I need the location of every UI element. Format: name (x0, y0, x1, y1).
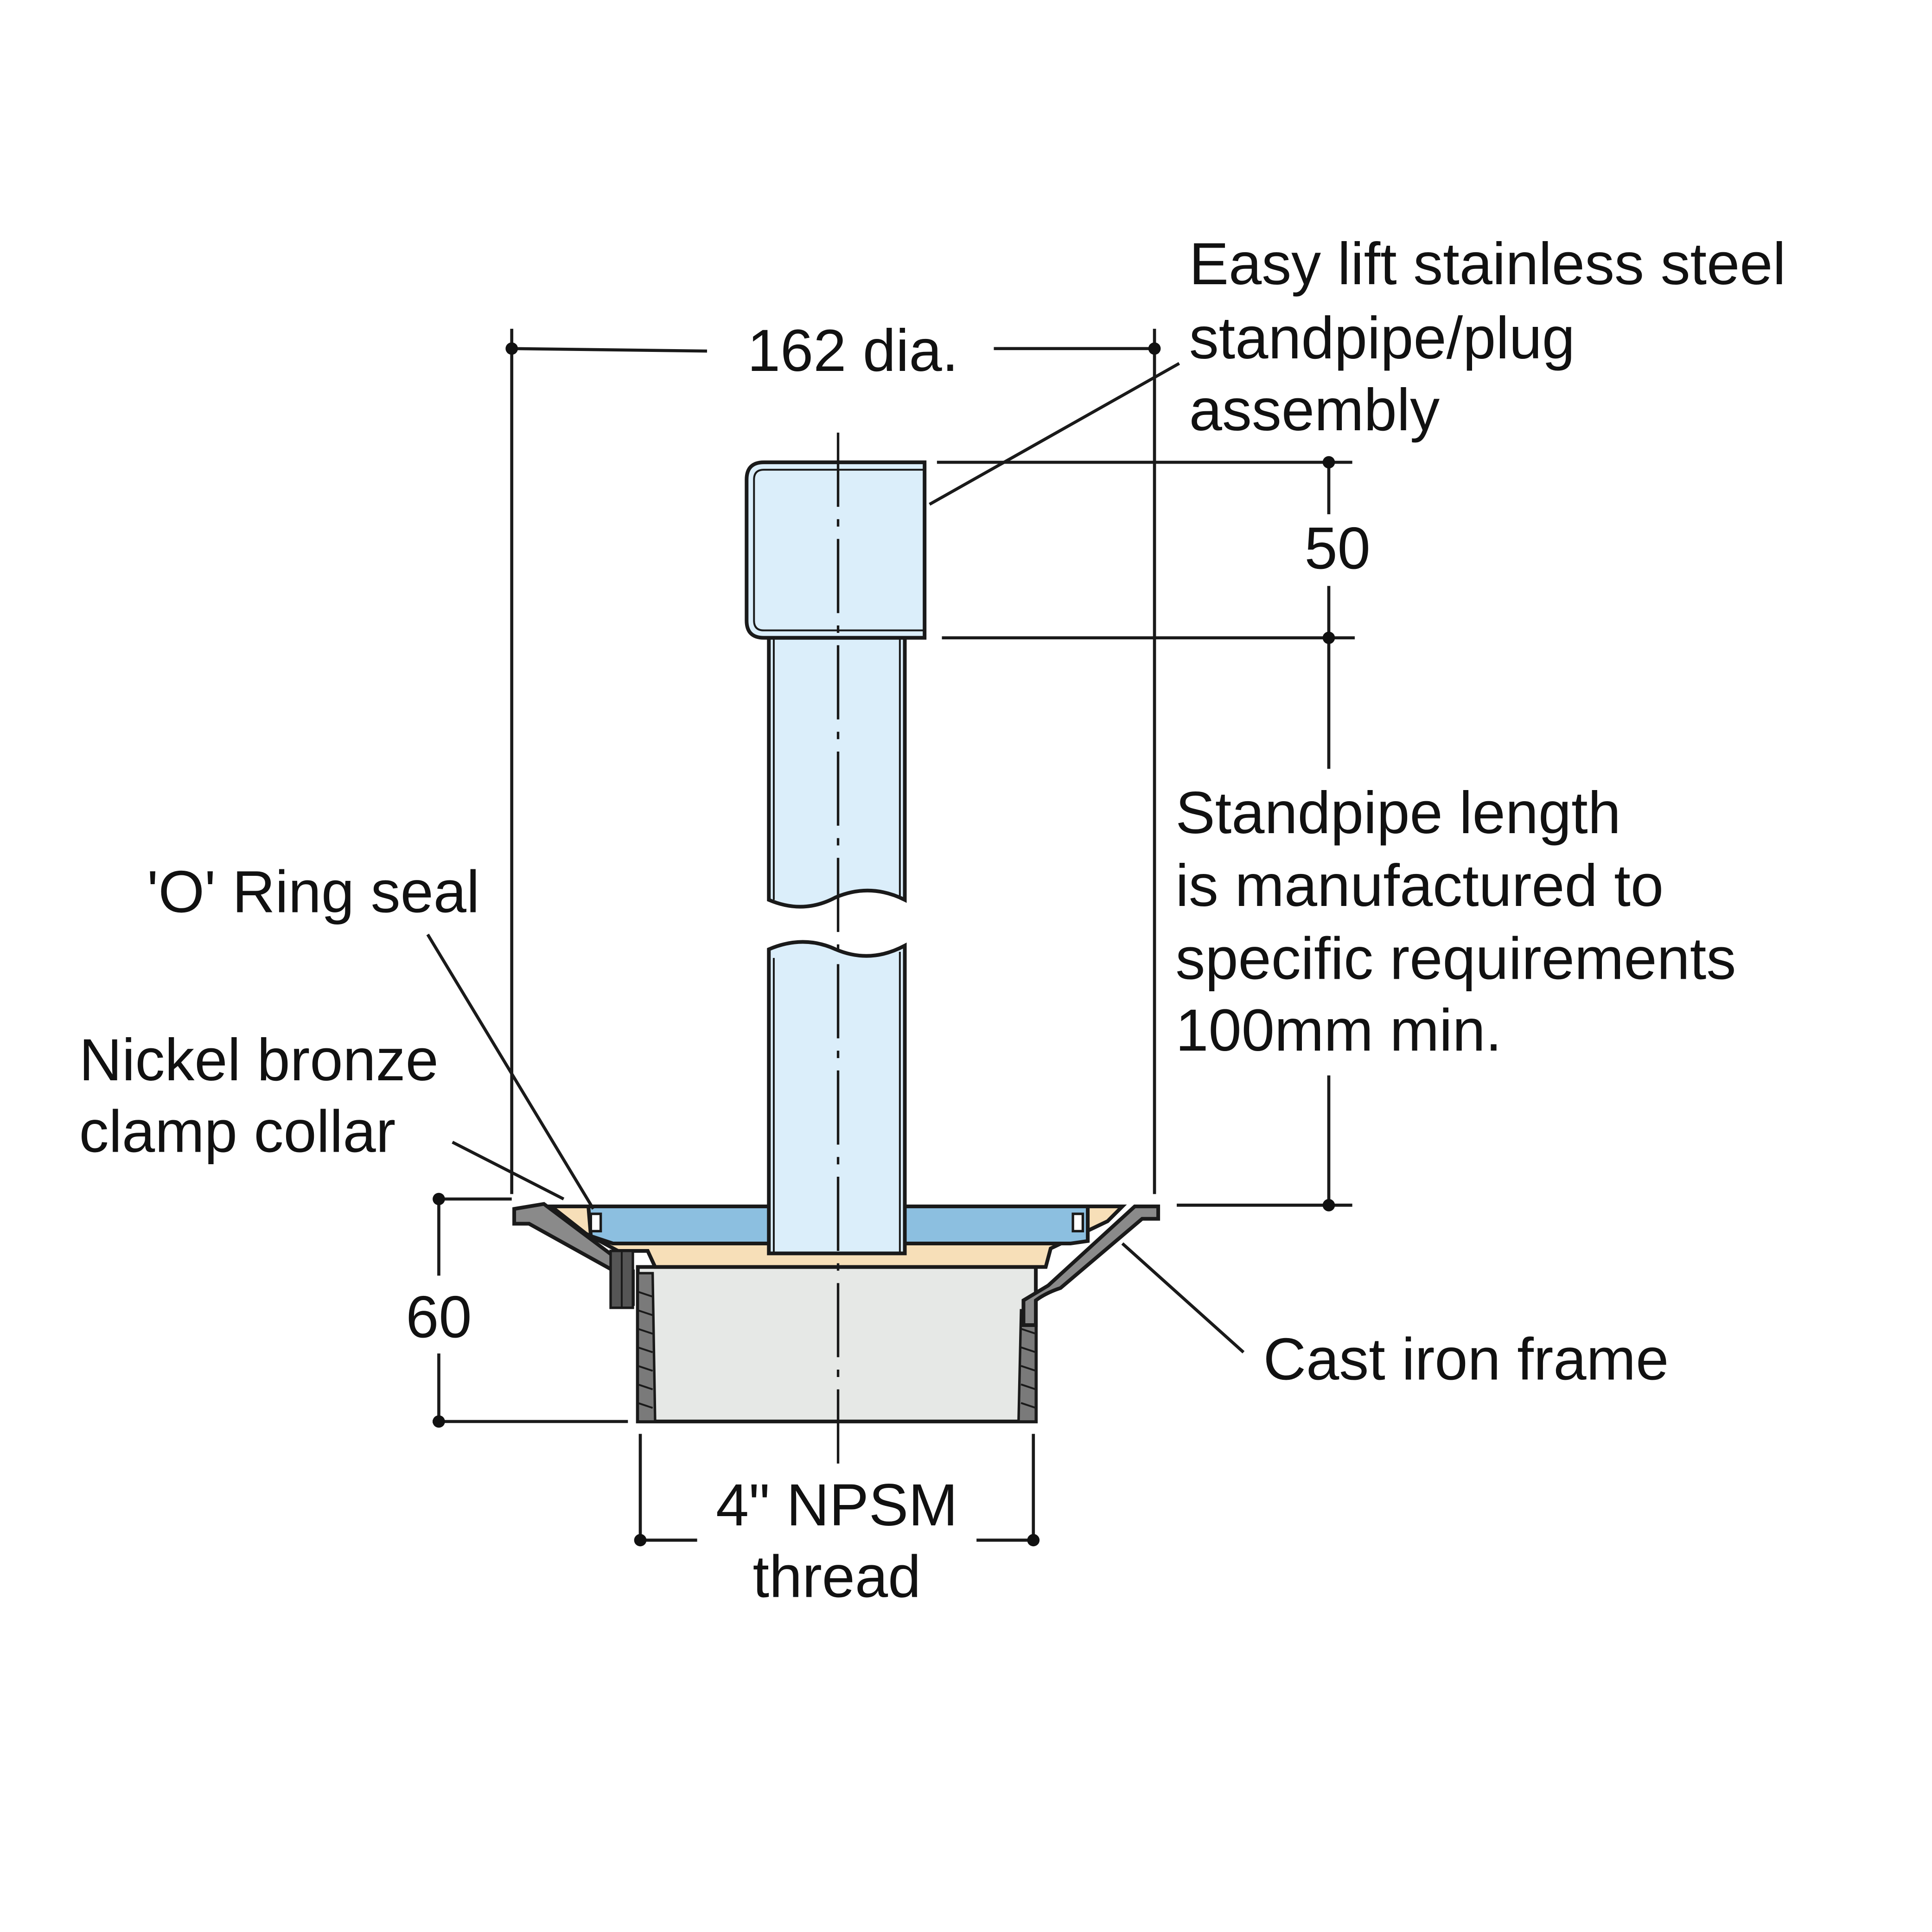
length-label-line2: is manufactured to (1175, 853, 1664, 919)
assembly-label-line2: standpipe/plug (1189, 305, 1575, 371)
length-label-line1: Standpipe length (1175, 780, 1620, 846)
length-label-line4: 100mm min. (1175, 997, 1502, 1064)
dimension-dots (433, 342, 1335, 1547)
collar-label-line1: Nickel bronze (79, 1027, 439, 1093)
cap-height-label: 50 (1304, 515, 1370, 581)
drain-body (512, 1202, 1160, 1423)
body-height-label: 60 (406, 1284, 472, 1351)
standpipe (745, 460, 927, 1256)
assembly-label-line3: assembly (1189, 377, 1440, 443)
frame-label: Cast iron frame (1263, 1326, 1669, 1392)
length-label-line3: specific requirements (1175, 925, 1736, 992)
thread-left (637, 1272, 657, 1423)
o-ring-right (1071, 1212, 1084, 1233)
thread-label-line1: 4" NPSM (716, 1472, 958, 1538)
thread-teeth (638, 1291, 1036, 1409)
thread-label-line2: thread (752, 1544, 921, 1610)
standpipe-cap (745, 460, 927, 640)
diameter-label: 162 dia. (747, 318, 958, 384)
assembly-label-line1: Easy lift stainless steel (1189, 231, 1786, 297)
collar-label-line2: clamp collar (79, 1099, 396, 1165)
o-ring-left (589, 1212, 602, 1233)
o-ring-label: 'O' Ring seal (147, 859, 479, 925)
dimension-lines (433, 329, 1355, 1542)
leader-lines (426, 362, 1245, 1354)
